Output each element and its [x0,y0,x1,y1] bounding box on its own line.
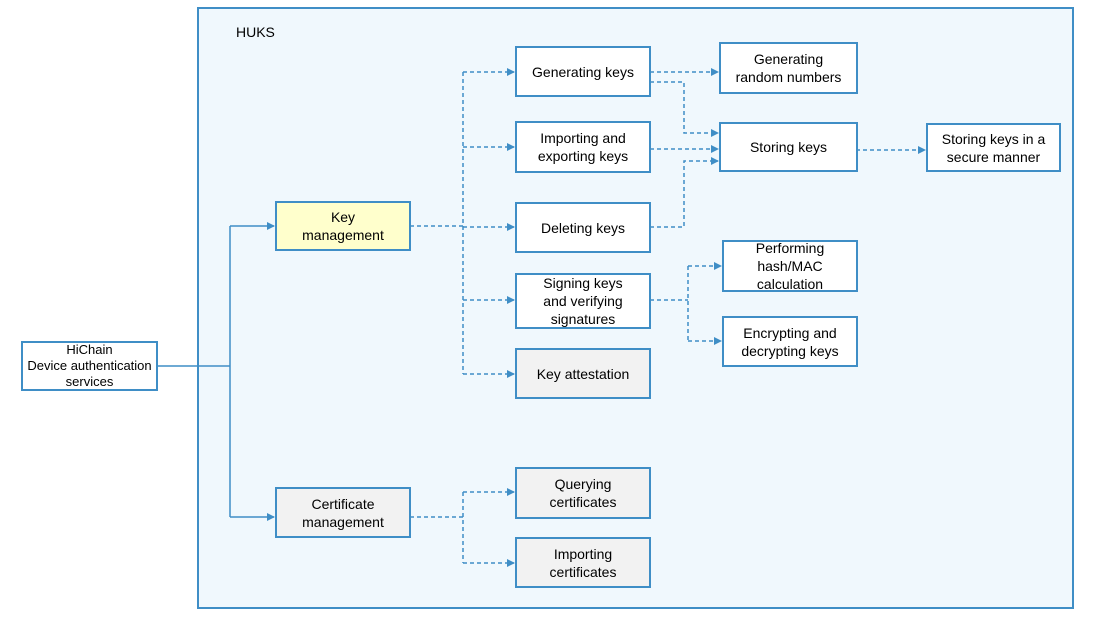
huks-title: HUKS [236,24,275,40]
solid-connectors [157,222,275,521]
querying-certificates-node: Querying certificates [515,467,651,519]
connector-deleting-to-storing [650,157,719,228]
importing-exporting-keys-node: Importing and exporting keys [515,121,651,173]
connector-generating-to-storing [650,81,719,137]
storing-keys-node: Storing keys [719,122,858,172]
signing-verifying-node: Signing keys and verifying signatures [515,273,651,329]
key-management-node: Key management [275,201,411,251]
hash-mac-node: Performing hash/MAC calculation [722,240,858,292]
encrypting-decrypting-node: Encrypting and decrypting keys [722,316,858,367]
generating-keys-node: Generating keys [515,46,651,97]
storing-keys-secure-node: Storing keys in a secure manner [926,123,1061,172]
hichain-node: HiChain Device authentication services [21,341,158,391]
key-attestation-node: Key attestation [515,348,651,399]
dashed-connectors [410,68,926,567]
importing-certificates-node: Importing certificates [515,537,651,588]
deleting-keys-node: Deleting keys [515,202,651,253]
certificate-management-node: Certificate management [275,487,411,538]
generating-random-numbers-node: Generating random numbers [719,42,858,94]
